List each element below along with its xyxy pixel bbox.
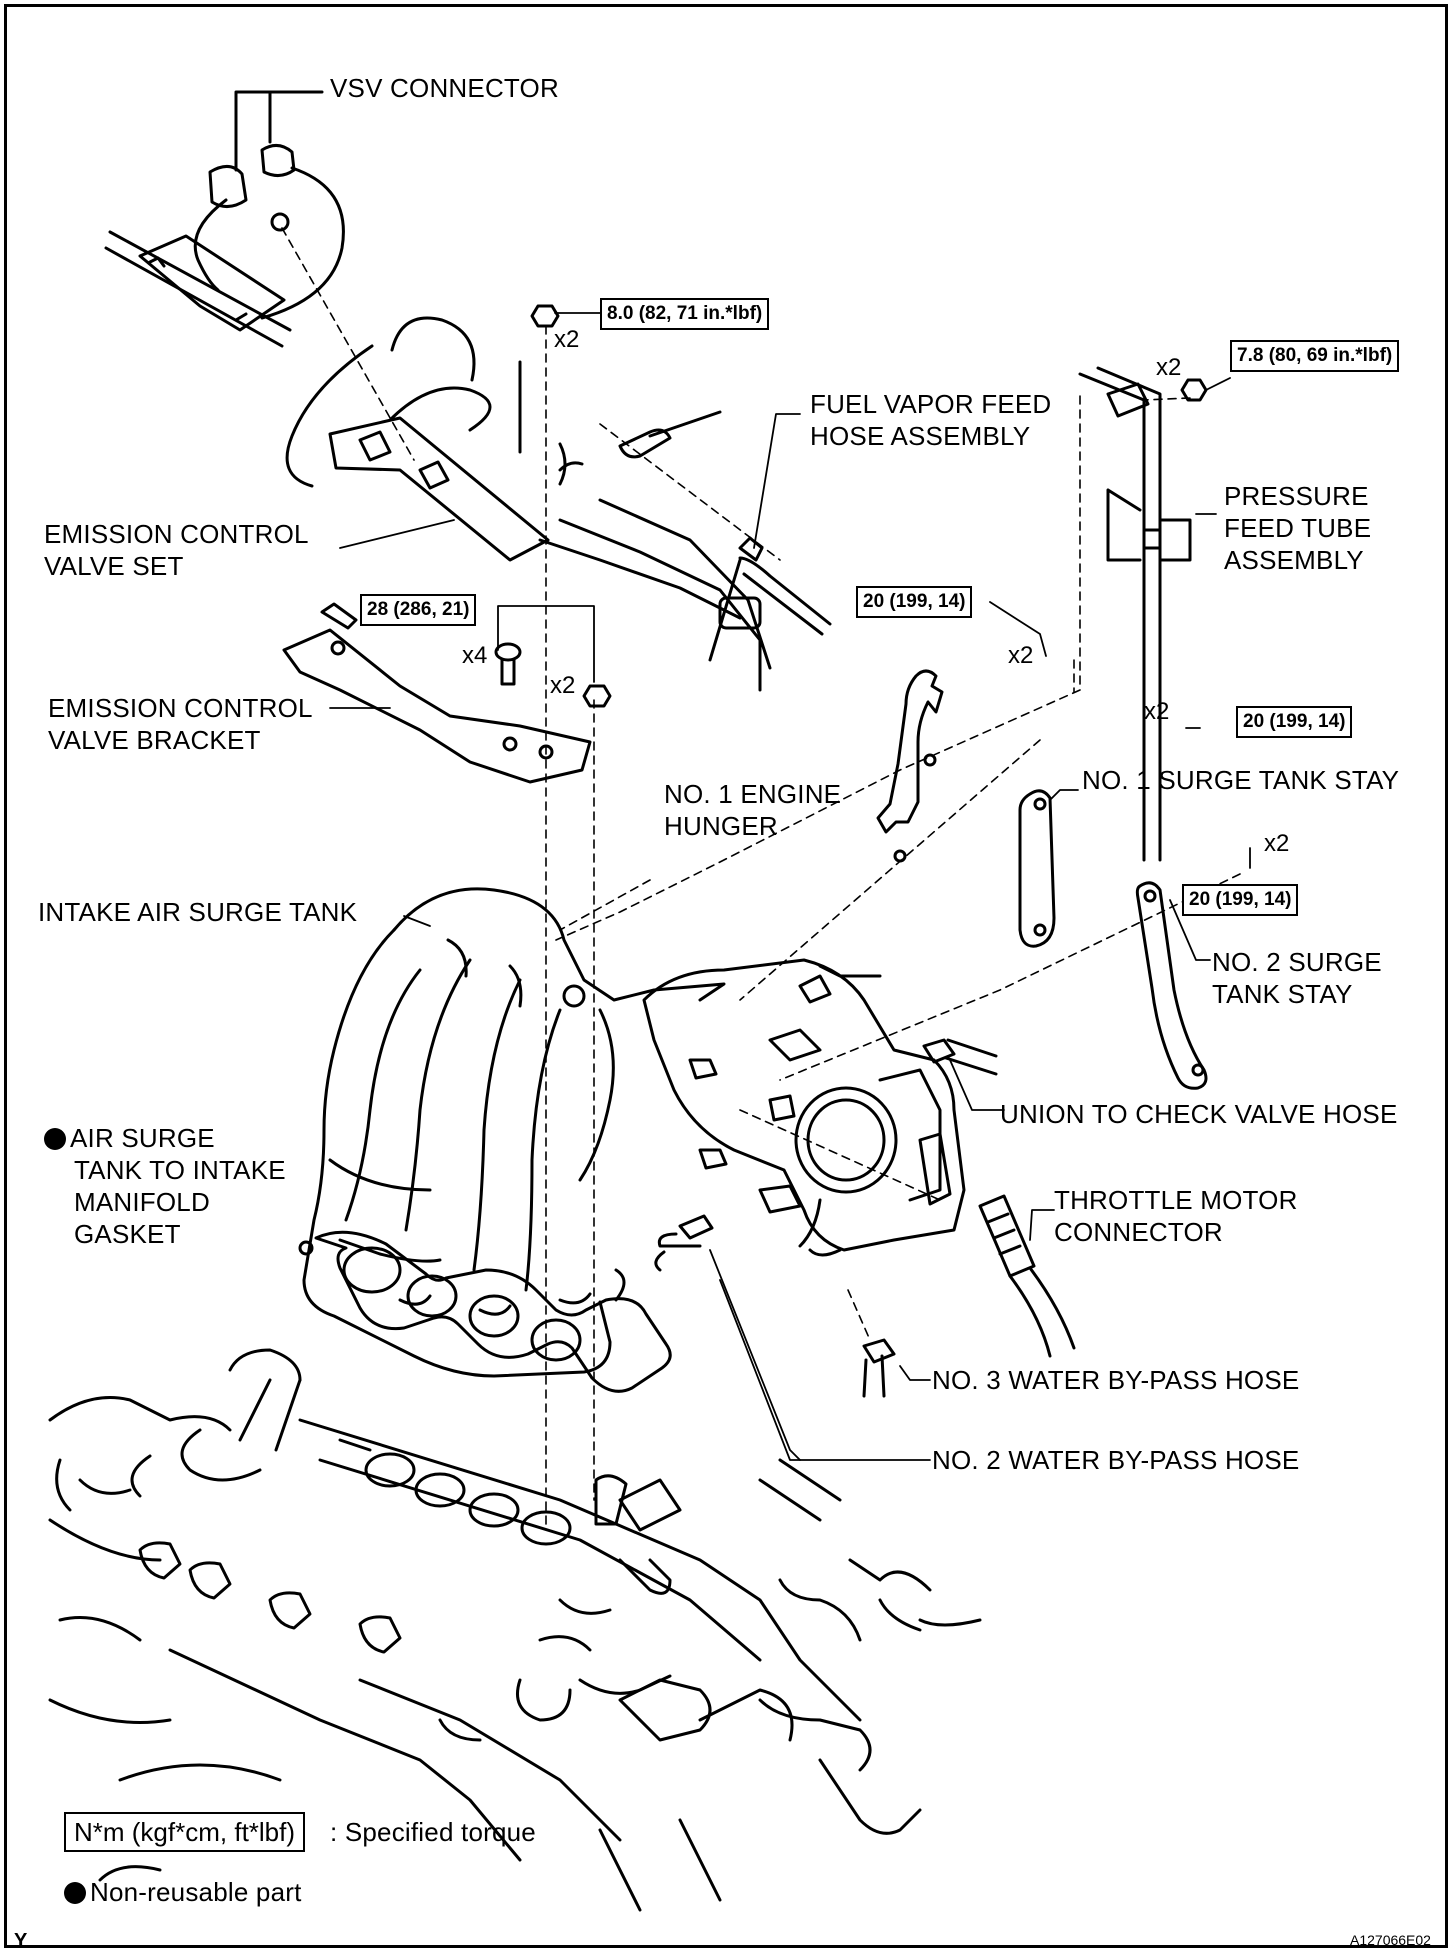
count-7-8: x2 — [1156, 354, 1182, 381]
count-8-0: x2 — [554, 326, 580, 353]
count-28-nut: x2 — [550, 672, 576, 699]
torque-box-7-8: 7.8 (80, 69 in.*lbf) — [1230, 340, 1400, 372]
label-emission-control-valve-set-line2: VALVE SET — [44, 551, 184, 581]
label-no1-surge-tank-stay: NO. 1 SURGE TANK STAY — [1082, 765, 1400, 795]
torque-box-8-0: 8.0 (82, 71 in.*lbf) — [600, 298, 770, 330]
label-gasket-line2: TANK TO INTAKE — [74, 1155, 286, 1185]
label-no2-surge-tank-stay-line1: NO. 2 SURGE — [1212, 947, 1382, 977]
label-fuel-vapor-feed-hose-line1: FUEL VAPOR FEED — [810, 389, 1052, 419]
legend-torque-desc: : Specified torque — [330, 1817, 536, 1847]
diagram-frame — [4, 4, 1448, 1948]
union-to-check-valve-hose — [922, 1038, 998, 1076]
label-no3-water-bypass-hose: NO. 3 WATER BY-PASS HOSE — [932, 1365, 1300, 1395]
dashed-assembly-lines — [281, 227, 1241, 1531]
legend-torque-unit-box: N*m (kgf*cm, ft*lbf) — [64, 1812, 306, 1852]
throttle-motor-connector — [978, 1194, 1076, 1358]
label-emission-control-valve-bracket-line2: VALVE BRACKET — [48, 725, 261, 755]
non-reusable-legend-dot-icon — [64, 1882, 86, 1904]
engine-block — [48, 1348, 982, 1912]
label-gasket-line4: GASKET — [74, 1219, 181, 1249]
count-20-a: x2 — [1008, 642, 1034, 669]
label-emission-control-valve-bracket-line1: EMISSION CONTROL — [48, 693, 313, 723]
no2-surge-tank-stay — [1135, 881, 1208, 1090]
no1-surge-tank-stay — [1018, 789, 1056, 948]
label-gasket-line3: MANIFOLD — [74, 1187, 210, 1217]
corner-y-mark: Y — [14, 1930, 28, 1952]
label-gasket-text1: AIR SURGE — [70, 1123, 215, 1153]
leader-lines — [329, 312, 1251, 1461]
label-gasket-line1: AIR SURGE — [44, 1122, 215, 1154]
label-pressure-feed-tube-line2: FEED TUBE — [1224, 513, 1372, 543]
intake-air-surge-tank — [302, 887, 726, 1378]
fuel-vapor-feed-hose — [738, 536, 832, 636]
torque-box-20-c: 20 (199, 14) — [1182, 884, 1299, 916]
count-20-b: x2 — [1144, 698, 1170, 725]
label-vsv-connector: VSV CONNECTOR — [330, 73, 559, 103]
label-no1-engine-hunger-line1: NO. 1 ENGINE — [664, 779, 842, 809]
label-emission-control-valve-set-line1: EMISSION CONTROL — [44, 519, 309, 549]
torque-box-28: 28 (286, 21) — [360, 594, 477, 626]
label-throttle-motor-connector-line1: THROTTLE MOTOR — [1054, 1185, 1298, 1215]
torque-box-20-b: 20 (199, 14) — [1236, 706, 1353, 738]
legend-non-reusable-text: Non-reusable part — [90, 1877, 302, 1907]
label-no2-surge-tank-stay-line2: TANK STAY — [1212, 979, 1353, 1009]
legend-non-reusable: Non-reusable part — [64, 1876, 302, 1908]
emission-control-valve-bracket — [282, 602, 592, 784]
nut-7-8 — [1180, 378, 1208, 402]
non-reusable-dot-icon — [44, 1128, 66, 1150]
label-no2-water-bypass-hose: NO. 2 WATER BY-PASS HOSE — [932, 1445, 1300, 1475]
label-pressure-feed-tube-line1: PRESSURE — [1224, 481, 1369, 511]
label-no1-engine-hunger-line2: HUNGER — [664, 811, 778, 841]
count-28-bolt: x4 — [462, 642, 488, 669]
nut-8-0 — [530, 304, 560, 328]
label-intake-air-surge-tank: INTAKE AIR SURGE TANK — [38, 897, 358, 927]
bracket-fasteners — [494, 642, 612, 708]
water-bypass-hoses — [654, 1214, 896, 1398]
torque-box-20-a: 20 (199, 14) — [856, 586, 973, 618]
vsv-connector-harness — [104, 90, 345, 348]
label-pressure-feed-tube-line3: ASSEMBLY — [1224, 545, 1364, 575]
label-union-to-check-valve-hose: UNION TO CHECK VALVE HOSE — [1000, 1099, 1398, 1129]
intake-manifold-gasket — [298, 1230, 672, 1393]
figure-code: A127066E02 — [1350, 1932, 1431, 1948]
label-throttle-motor-connector-line2: CONNECTOR — [1054, 1217, 1223, 1247]
emission-control-valve-set — [285, 316, 772, 692]
count-20-c: x2 — [1264, 830, 1290, 857]
label-fuel-vapor-feed-hose-line2: HOSE ASSEMBLY — [810, 421, 1031, 451]
throttle-body — [642, 958, 966, 1257]
